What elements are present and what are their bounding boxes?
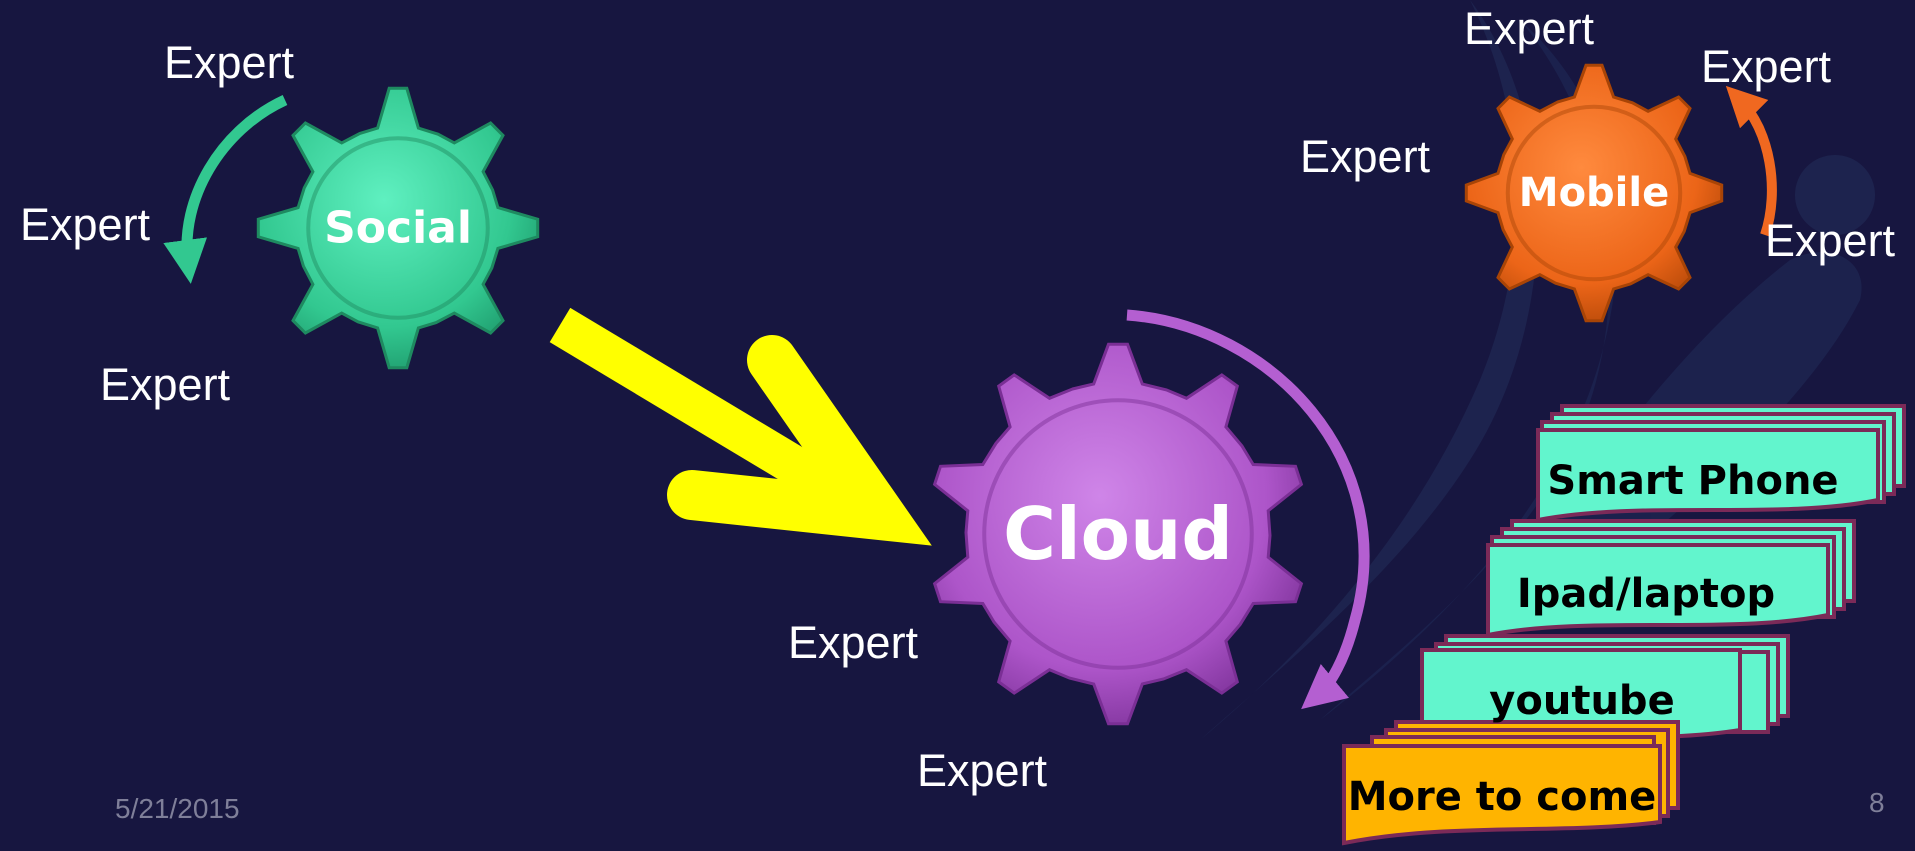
expert-label-social-bottom: Expert — [100, 359, 231, 410]
smart-phone-card — [1536, 404, 1906, 523]
mobile-curved-arrow — [1725, 85, 1777, 237]
ipad-laptop-card — [1486, 519, 1856, 638]
slide-page-number: 8 — [1869, 787, 1885, 818]
smart-phone-card-label: Smart Phone — [1547, 458, 1839, 504]
more-to-come-card — [1342, 720, 1680, 846]
expert-label-cloud-left: Expert — [788, 617, 919, 668]
social-gear — [256, 86, 540, 370]
gear-body — [1464, 63, 1724, 323]
mobile-gear — [1464, 63, 1724, 323]
ipad-laptop-card-label: Ipad/laptop — [1516, 571, 1776, 617]
cloud-gear — [932, 342, 1304, 726]
expert-label-mobile-top: Expert — [1464, 3, 1595, 54]
cloud-curved-arrow — [1126, 309, 1370, 710]
gear-hub-ring — [306, 136, 490, 320]
gear-hub-ring — [982, 398, 1254, 670]
gear-body — [256, 86, 540, 370]
cloud-gear-label: Cloud — [1003, 492, 1233, 576]
youtube-card-label: youtube — [1489, 678, 1675, 724]
social-curved-arrow — [163, 95, 288, 284]
expert-label-social-top: Expert — [164, 37, 295, 88]
mobile-gear-label: Mobile — [1518, 170, 1670, 216]
big-yellow-arrow — [549, 307, 932, 546]
gear-body — [932, 342, 1304, 726]
expert-label-mobile-left: Expert — [1300, 131, 1431, 182]
expert-label-social-left: Expert — [20, 199, 151, 250]
social-gear-label: Social — [324, 202, 472, 254]
expert-label-cloud-bottom: Expert — [917, 745, 1048, 796]
expert-label-mobile-right-bottom: Expert — [1765, 215, 1896, 266]
slide-date: 5/21/2015 — [115, 793, 240, 824]
expert-label-mobile-right-top: Expert — [1701, 41, 1832, 92]
more-to-come-card-label: More to come — [1347, 774, 1657, 820]
gear-hub-ring — [1505, 104, 1683, 282]
